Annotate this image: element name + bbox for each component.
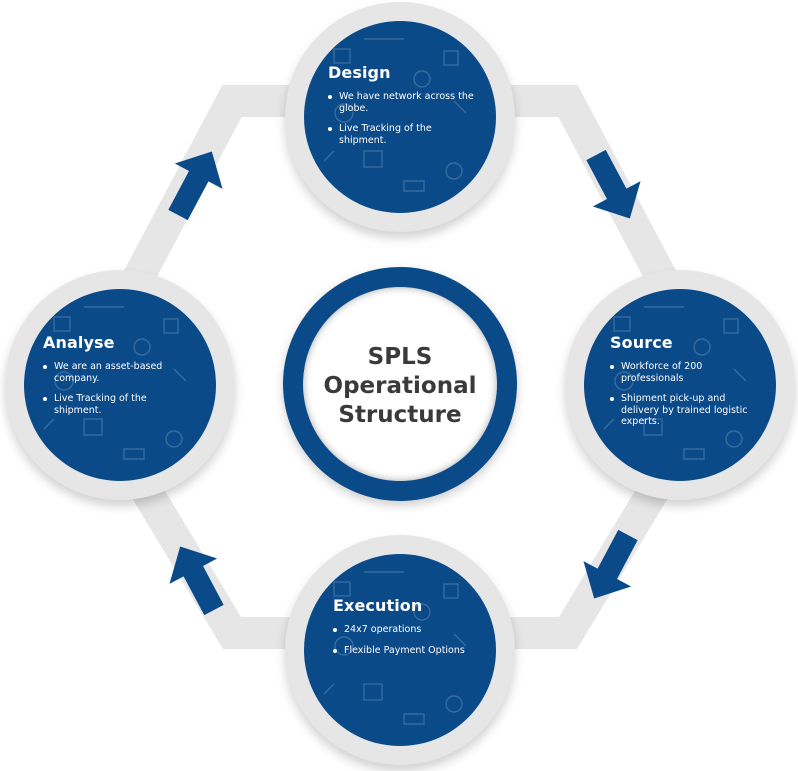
center-hub: SPLS Operational Structure — [283, 267, 517, 501]
center-title: SPLS Operational Structure — [324, 343, 477, 430]
node-design-bullets: We have network across the globe. Live T… — [328, 91, 478, 146]
node-execution-disc: Execution 24x7 operations Flexible Payme… — [304, 554, 496, 746]
node-execution-title: Execution — [333, 596, 423, 615]
node-design-disc: Design We have network across the globe.… — [304, 21, 496, 213]
center-hub-disc: SPLS Operational Structure — [303, 287, 497, 481]
node-analyse-bullets: We are an asset-based company. Live Trac… — [43, 361, 193, 416]
node-analyse: Analyse We are an asset-based company. L… — [5, 270, 235, 500]
node-design-title: Design — [328, 63, 391, 82]
center-title-line: SPLS — [367, 343, 433, 370]
node-source: Source Workforce of 200 professionals Sh… — [565, 270, 795, 500]
node-analyse-title: Analyse — [43, 333, 115, 352]
node-source-bullets: Workforce of 200 professionals Shipment … — [610, 361, 760, 428]
node-execution-bullets: 24x7 operations Flexible Payment Options — [333, 624, 483, 656]
logistics-pattern-icon — [43, 306, 187, 460]
bullet-item: Flexible Payment Options — [333, 645, 483, 657]
bullet-item: We are an asset-based company. — [43, 361, 193, 384]
node-source-disc: Source Workforce of 200 professionals Sh… — [584, 289, 776, 481]
logistics-pattern-icon — [323, 571, 467, 725]
logistics-pattern-icon — [603, 306, 747, 460]
bullet-item: 24x7 operations — [333, 624, 483, 636]
bullet-item: Live Tracking of the shipment. — [43, 393, 193, 416]
bullet-item: We have network across the globe. — [328, 91, 478, 114]
center-title-line: Structure — [338, 401, 462, 428]
node-source-title: Source — [610, 333, 673, 352]
arrow-up-left-icon — [169, 546, 224, 616]
center-title-line: Operational — [323, 372, 477, 399]
arrow-down-right-icon — [586, 149, 641, 219]
bullet-item: Workforce of 200 professionals — [610, 361, 760, 384]
node-analyse-disc: Analyse We are an asset-based company. L… — [24, 289, 216, 481]
arrow-down-left-icon — [583, 529, 638, 599]
node-execution: Execution 24x7 operations Flexible Payme… — [285, 535, 515, 765]
arrow-up-right-icon — [168, 151, 223, 221]
bullet-item: Shipment pick-up and delivery by trained… — [610, 393, 760, 428]
node-design: Design We have network across the globe.… — [285, 2, 515, 232]
logistics-pattern-icon — [323, 38, 467, 192]
bullet-item: Live Tracking of the shipment. — [328, 123, 478, 146]
